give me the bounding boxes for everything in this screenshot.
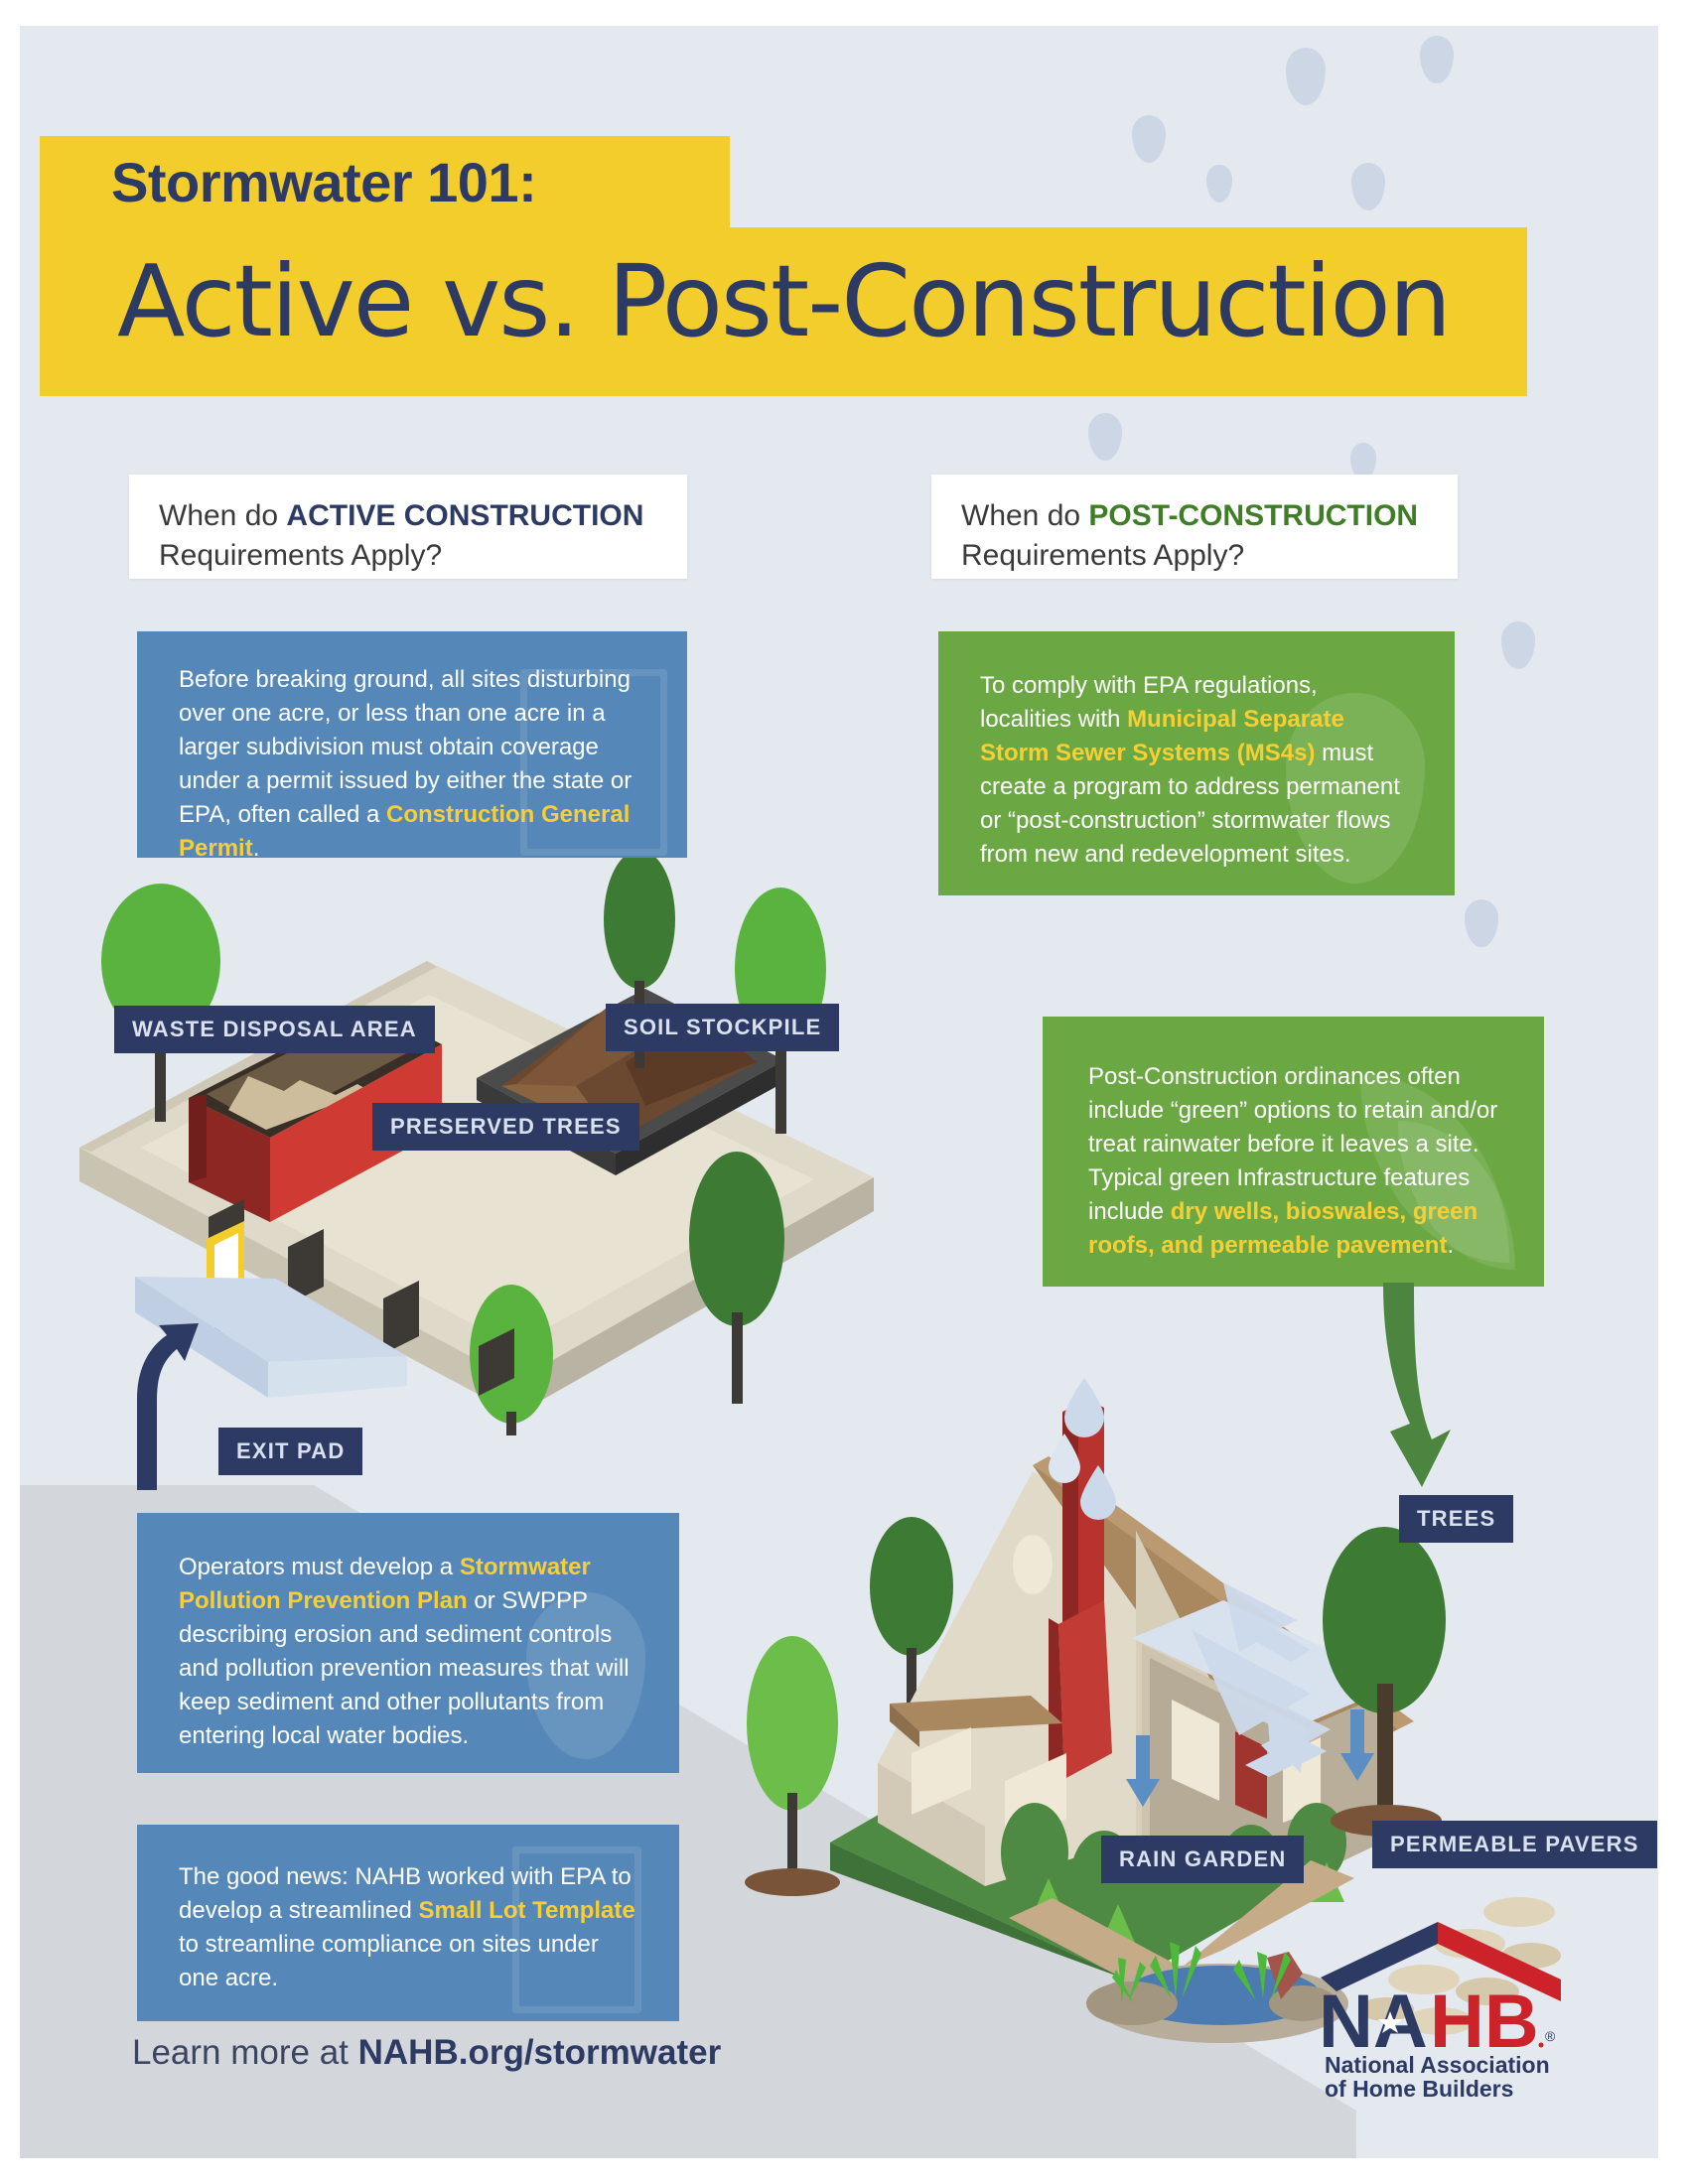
active-permit-text: Before breaking ground, all sites distur… bbox=[137, 631, 687, 858]
logo-line2: of Home Builders bbox=[1325, 2076, 1513, 2100]
raindrop-icon bbox=[1132, 115, 1166, 163]
learn-more-url[interactable]: NAHB.org/stormwater bbox=[357, 2033, 722, 2072]
small-lot-text-a: The good news: NAHB worked with EPA to d… bbox=[179, 1863, 632, 1925]
house-illustration bbox=[745, 1378, 1446, 1981]
tree-icon bbox=[101, 884, 220, 1122]
reed-icon bbox=[1112, 1958, 1146, 2003]
learn-more-lead: Learn more at bbox=[132, 2033, 358, 2072]
post-ms4-bold: Municipal Separate Storm Sewer Systems (… bbox=[980, 706, 1344, 767]
document-watermark-icon bbox=[512, 1846, 641, 2013]
active-question-lead: When do bbox=[159, 499, 287, 532]
title-big-bar bbox=[40, 227, 1527, 396]
raindrop-icon bbox=[1286, 48, 1326, 105]
green-arrow-icon bbox=[1383, 1283, 1451, 1487]
downspout-arrow-icon bbox=[1126, 1735, 1160, 1807]
raindrop-icon bbox=[1420, 36, 1454, 83]
small-lot-text: The good news: NAHB worked with EPA to d… bbox=[137, 1825, 679, 1995]
downspout-arrow-icon bbox=[1340, 1709, 1374, 1781]
logo-wordmark-na: NA bbox=[1319, 1979, 1428, 2064]
tag-soil-stockpile: SOIL STOCKPILE bbox=[606, 1004, 840, 1051]
raindrop-icon bbox=[1351, 163, 1385, 210]
post-question-lead: When do bbox=[961, 499, 1089, 532]
logo-roof-left bbox=[1321, 1922, 1438, 1991]
small-lot-text-c: to streamline compliance on sites under … bbox=[179, 1931, 599, 1992]
post-green-infrastructure-callout: Post-Construction ordinances often inclu… bbox=[1043, 1017, 1544, 1287]
post-green-text-c: . bbox=[1447, 1232, 1455, 1260]
raindrop-icon bbox=[1088, 413, 1122, 461]
active-question-line1: When do ACTIVE CONSTRUCTION bbox=[159, 496, 661, 536]
swppp-text-c: or SWPPP describing erosion and sediment… bbox=[179, 1587, 630, 1750]
logo-star-icon bbox=[1378, 2011, 1402, 2033]
post-green-bold: dry wells, bioswales, green roofs, and p… bbox=[1088, 1198, 1478, 1260]
post-ms4-callout: To comply with EPA regulations, localiti… bbox=[938, 631, 1455, 895]
active-construction-question-box: When do ACTIVE CONSTRUCTION Requirements… bbox=[129, 475, 687, 579]
swppp-text-a: Operators must develop a bbox=[179, 1554, 460, 1580]
swppp-callout: Operators must develop a Stormwater Poll… bbox=[137, 1513, 679, 1773]
swppp-text: Operators must develop a Stormwater Poll… bbox=[137, 1513, 679, 1753]
small-lot-bold: Small Lot Template bbox=[418, 1897, 635, 1925]
tree-icon bbox=[745, 1636, 840, 1896]
tag-waste-disposal-area: WASTE DISPOSAL AREA bbox=[114, 1006, 435, 1053]
tree-icon bbox=[689, 1152, 784, 1404]
learn-more-text: Learn more at NAHB.org/stormwater bbox=[132, 2033, 721, 2073]
raindrop-icon bbox=[1064, 1378, 1104, 1437]
post-question-line1: When do POST-CONSTRUCTION bbox=[961, 496, 1432, 536]
post-ms4-text-c: must create a program to address permane… bbox=[980, 740, 1400, 869]
reed-icon bbox=[1150, 1942, 1201, 1999]
tag-exit-pad: EXIT PAD bbox=[218, 1428, 363, 1475]
document-watermark-icon bbox=[520, 669, 667, 856]
logo-roof-right bbox=[1438, 1922, 1561, 2001]
raindrop-icon bbox=[1049, 1433, 1080, 1483]
raindrop-icon bbox=[1206, 165, 1232, 203]
raindrop-icon bbox=[1501, 621, 1535, 669]
tag-permeable-pavers: PERMEABLE PAVERS bbox=[1372, 1821, 1657, 1868]
raindrop-icon bbox=[1465, 899, 1498, 947]
tag-trees: TREES bbox=[1399, 1495, 1514, 1543]
rain-garden-illustration bbox=[1086, 1942, 1348, 2043]
logo-registered-mark: ® bbox=[1545, 2028, 1556, 2044]
swppp-bold: Stormwater Pollution Prevention Plan bbox=[179, 1554, 591, 1615]
exit-pad-arrow-icon bbox=[137, 1323, 199, 1490]
tag-rain-garden: RAIN GARDEN bbox=[1101, 1836, 1305, 1883]
active-permit-text-a: Before breaking ground, all sites distur… bbox=[179, 666, 633, 829]
active-question-emphasis: ACTIVE CONSTRUCTION bbox=[286, 499, 644, 532]
post-ms4-text-a: To comply with EPA regulations, localiti… bbox=[980, 672, 1318, 734]
raindrop-icon bbox=[1080, 1465, 1116, 1520]
post-green-text-a: Post-Construction ordinances often inclu… bbox=[1088, 1063, 1498, 1226]
tag-preserved-trees: PRESERVED TREES bbox=[372, 1103, 639, 1151]
active-question-line2: Requirements Apply? bbox=[159, 538, 443, 572]
small-lot-template-callout: The good news: NAHB worked with EPA to d… bbox=[137, 1825, 679, 2021]
tree-icon bbox=[870, 1517, 953, 1725]
post-question-line2: Requirements Apply? bbox=[961, 538, 1245, 572]
page-title: Active vs. Post-Construction bbox=[117, 243, 1452, 359]
poster-canvas: Stormwater 101: Active vs. Post-Construc… bbox=[20, 26, 1658, 2158]
reed-icon bbox=[1233, 1952, 1291, 1999]
active-permit-callout: Before breaking ground, all sites distur… bbox=[137, 631, 687, 858]
active-permit-text-c: . bbox=[252, 835, 260, 858]
page-title-small: Stormwater 101: bbox=[111, 151, 537, 213]
title-small-bar bbox=[40, 136, 730, 227]
nahb-logo: NA HB ® National Association of Home Bui… bbox=[1313, 1916, 1571, 2100]
permeable-pavers-path bbox=[1358, 1897, 1561, 2035]
active-permit-bold: Construction General Permit bbox=[179, 801, 631, 858]
post-question-emphasis: POST-CONSTRUCTION bbox=[1088, 499, 1419, 532]
logo-wordmark-hb: HB bbox=[1430, 1979, 1539, 2064]
post-green-text: Post-Construction ordinances often inclu… bbox=[1043, 1017, 1544, 1263]
post-construction-question-box: When do POST-CONSTRUCTION Requirements A… bbox=[931, 475, 1458, 579]
post-ms4-text: To comply with EPA regulations, localiti… bbox=[938, 631, 1455, 872]
logo-line1: National Association bbox=[1325, 2052, 1550, 2078]
tree-icon bbox=[1323, 1527, 1446, 1837]
